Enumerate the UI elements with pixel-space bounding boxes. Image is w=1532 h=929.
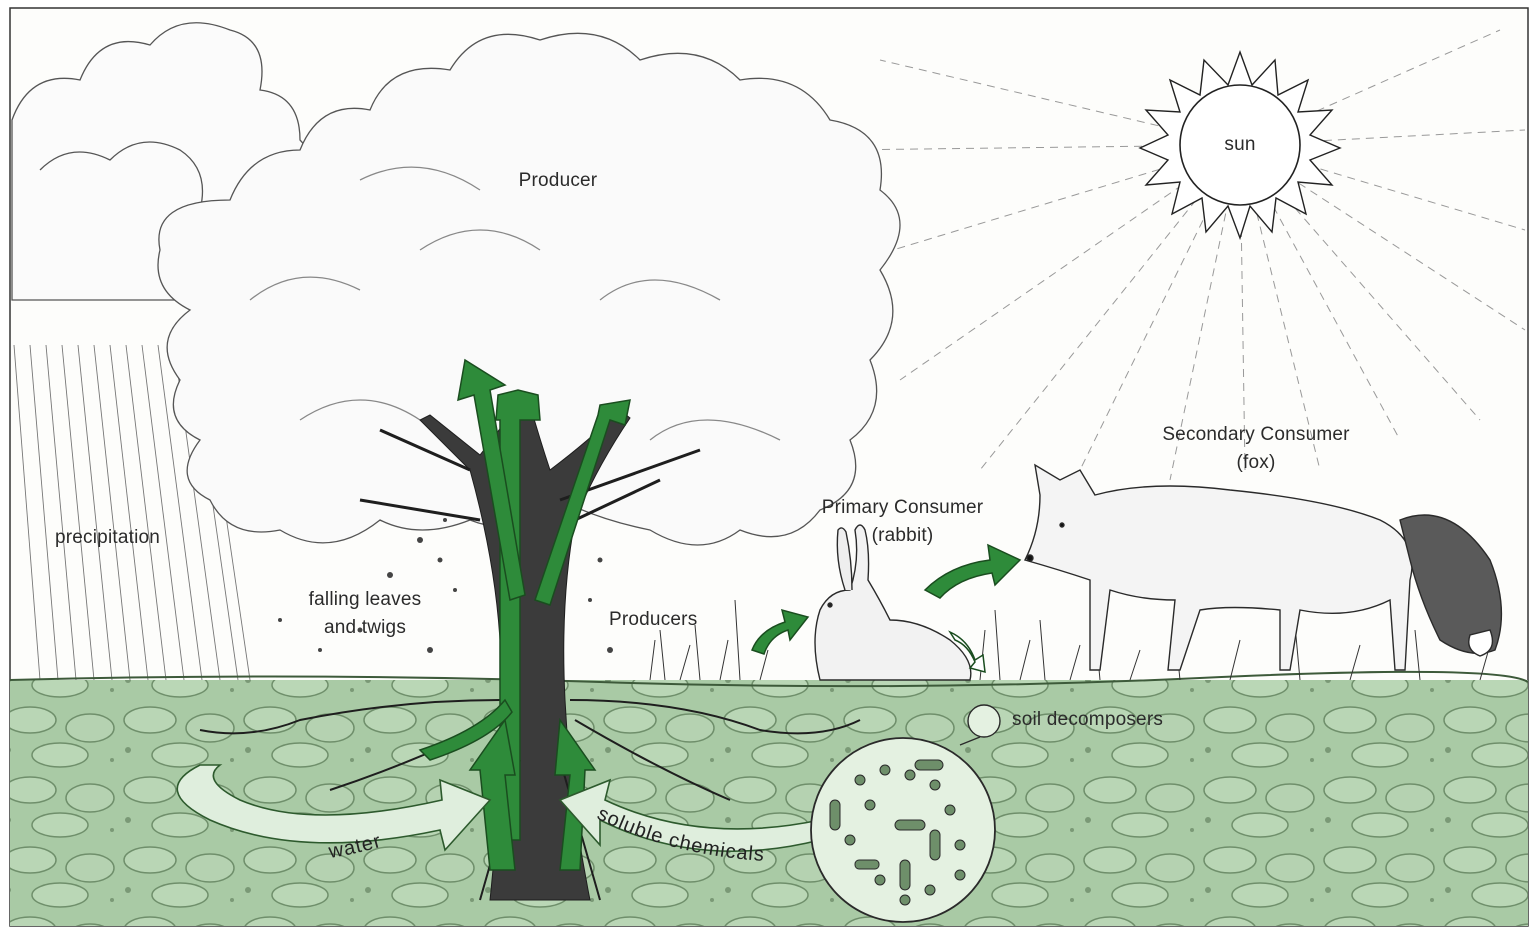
soluble-chemicals-label: soluble chemicals xyxy=(594,803,766,866)
water-label: water xyxy=(326,830,384,863)
